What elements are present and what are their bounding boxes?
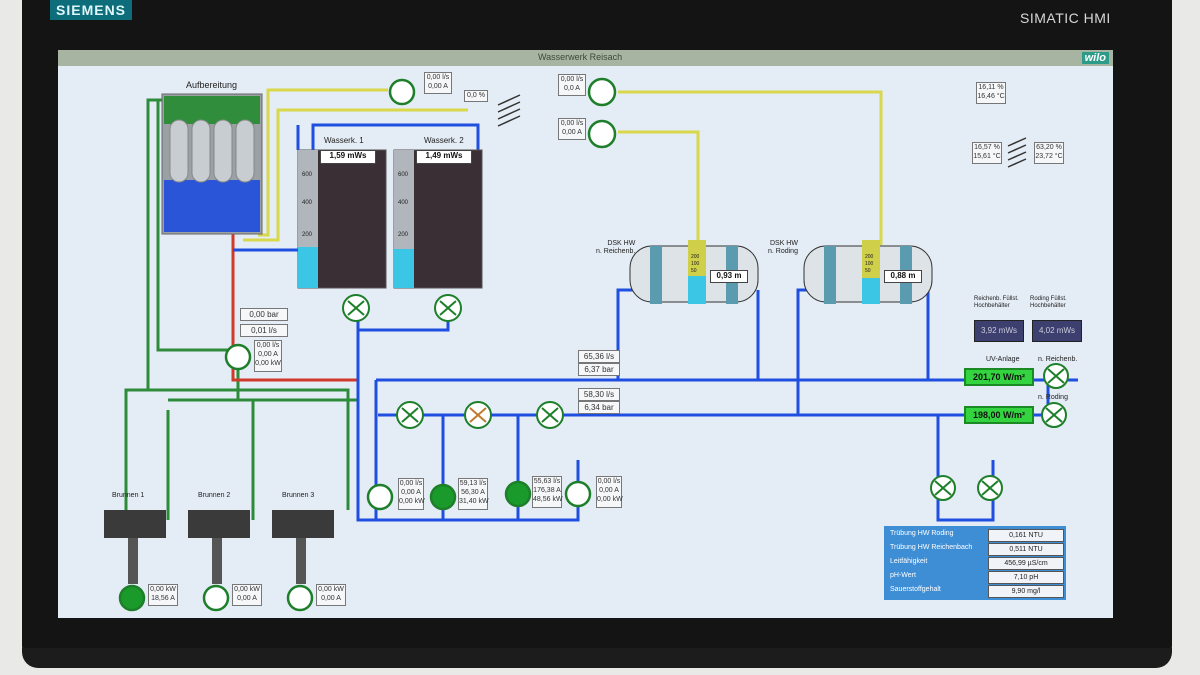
line2-pressure: 6,34 bar	[578, 401, 620, 414]
pump-group-2-icon	[429, 483, 457, 511]
brand-logo: SIEMENS	[50, 0, 133, 20]
screen-titlebar: Wasserwerk Reisach wilo	[58, 50, 1113, 66]
vessel-1-scale-mid: 400	[302, 200, 313, 206]
piping-diagram	[104, 77, 1078, 612]
nav-1-label: Reichenb. Füllst. Hochbehälter	[974, 296, 1019, 309]
tank-2-level: 0,88 m	[884, 270, 922, 283]
output-1-dest: n. Reichenb.	[1038, 356, 1078, 363]
pump-group-3-icon	[504, 480, 532, 508]
pressure-value: 0,00 bar	[240, 308, 288, 321]
vessel-1-scale-low: 200	[302, 232, 313, 238]
pressure-flow-value: 0,01 l/s	[240, 324, 288, 337]
vessel-2-scale-low: 200	[398, 232, 409, 238]
pump-pressure-icon	[224, 343, 252, 371]
raw-water-pipe-2	[148, 388, 350, 510]
vessel-2-scale-mid: 400	[398, 200, 409, 206]
line1-flow: 65,36 l/s	[578, 350, 620, 363]
climate-readout-3: 63,20 %23,72 °C	[1034, 142, 1064, 164]
well-pump-3-icon	[286, 584, 314, 612]
screen-title: Wasserwerk Reisach	[538, 52, 623, 62]
output-2-uv-value: 198,00 W/m²	[964, 406, 1034, 424]
model-label: SIMATIC HMI	[1020, 10, 1111, 26]
climate-readout-2: 16,57 %15,61 °C	[972, 142, 1002, 164]
climate-readout-1: 16,11 %16,46 °C	[976, 82, 1006, 104]
vessel-1-drawing	[297, 149, 387, 289]
treatment-label: Aufbereitung	[186, 80, 238, 90]
vessel-2-flow: 1,49 mWs	[416, 150, 472, 164]
vessel-1-flow: 1,59 mWs	[320, 150, 376, 164]
output-2-dest: n. Roding	[1038, 394, 1068, 401]
well-pump-1-icon	[118, 584, 146, 612]
wilo-logo: wilo	[1081, 52, 1109, 64]
wells-drawing	[104, 510, 334, 584]
vessel-2-name: Wasserk. 2	[424, 136, 464, 145]
vessel-2-scale-top: 600	[398, 172, 409, 178]
well-1-name: Brunnen 1	[112, 492, 145, 499]
reichenbach-level-button[interactable]: 3,92 mWs	[974, 320, 1024, 342]
hmi-screen: Wasserwerk Reisach wilo	[58, 50, 1113, 618]
hmi-bezel-chin	[22, 648, 1172, 668]
tank-1-drawing	[629, 240, 759, 304]
pump-group-4-icon	[564, 480, 592, 508]
line1-pressure: 6,37 bar	[578, 363, 620, 376]
pump-top-1-icon	[388, 78, 416, 106]
well-3-name: Brunnen 3	[282, 492, 315, 499]
pump-group-1-icon	[366, 483, 394, 511]
nav-2-label: Roding Füllst. Hochbehälter	[1030, 296, 1067, 309]
dosing-readout: 0,0 %	[464, 90, 488, 102]
uv-label: UV-Anlage	[986, 356, 1020, 363]
line2-flow: 58,30 l/s	[578, 388, 620, 401]
tank-1-level: 0,93 m	[710, 270, 748, 283]
vessel-1-scale-top: 600	[302, 172, 313, 178]
output-1-uv-value: 201,70 W/m²	[964, 368, 1034, 386]
pump-top-2-icon	[587, 77, 617, 107]
well-2-name: Brunnen 2	[198, 492, 231, 499]
vessel-2-drawing	[393, 149, 483, 289]
tank-2-drawing	[803, 240, 933, 304]
roding-level-button[interactable]: 4,02 mWs	[1032, 320, 1082, 342]
vessel-1-name: Wasserk. 1	[324, 136, 364, 145]
well-pump-2-icon	[202, 584, 230, 612]
pump-top-3-icon	[587, 119, 617, 149]
